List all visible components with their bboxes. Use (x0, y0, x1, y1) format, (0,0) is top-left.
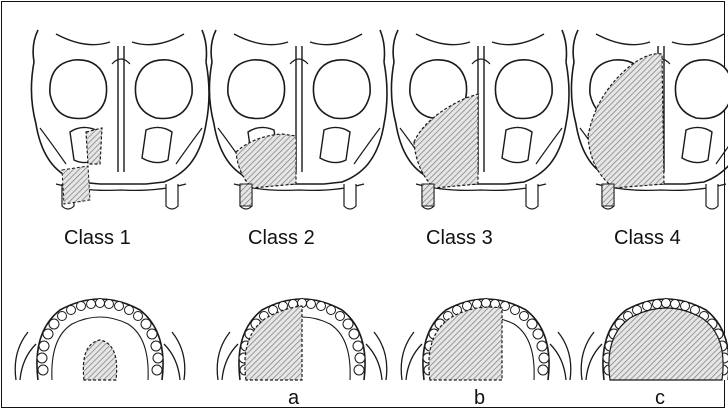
label-class-4: Class 4 (614, 227, 681, 249)
skull-class-1 (31, 30, 209, 209)
palate-class-1 (15, 299, 185, 381)
palate-c (581, 299, 728, 381)
label-a: a (288, 387, 300, 409)
skull-class-3 (391, 30, 569, 209)
label-class-1: Class 1 (64, 227, 131, 249)
label-c: c (655, 387, 665, 409)
label-class-2: Class 2 (248, 227, 315, 249)
palate-a (217, 299, 387, 381)
label-b: b (474, 387, 485, 409)
skull-class-4 (571, 30, 728, 209)
palate-b (401, 299, 571, 381)
skull-class-2 (209, 30, 387, 209)
label-class-3: Class 3 (426, 227, 493, 249)
